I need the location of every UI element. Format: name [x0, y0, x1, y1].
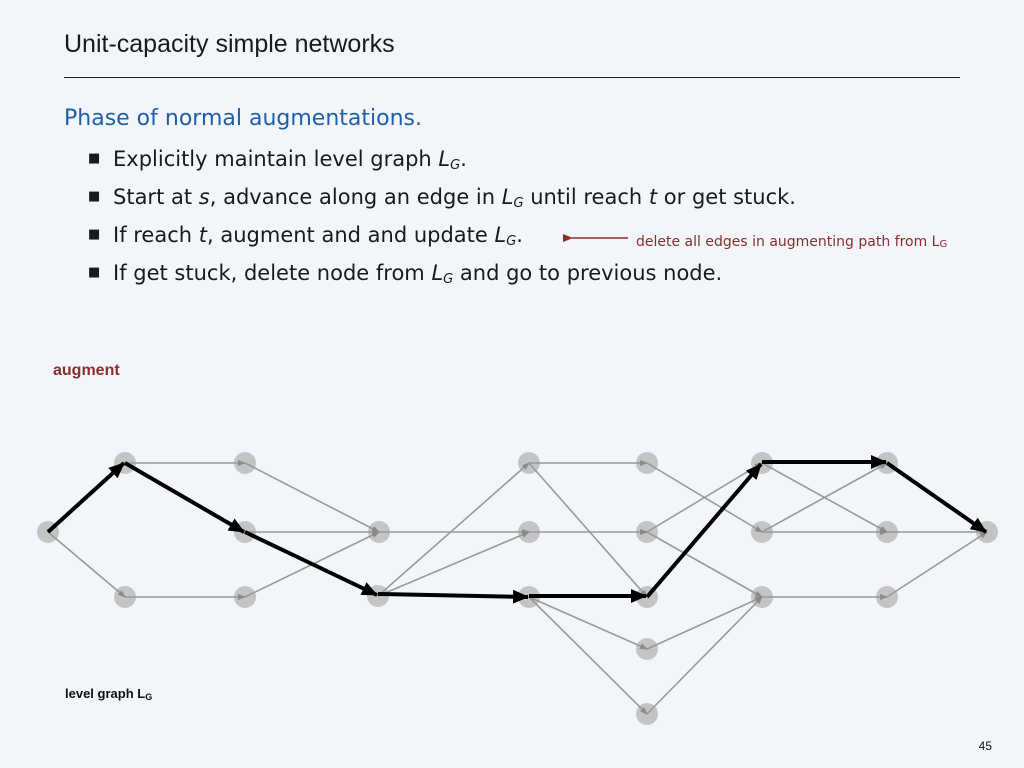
bullet-list: ■Explicitly maintain level graph LG. ■St… — [88, 142, 796, 294]
bullet-marker-icon: ■ — [88, 151, 101, 166]
title-divider — [64, 77, 960, 78]
graph-edge — [646, 596, 763, 650]
graph-edge — [528, 596, 648, 715]
path-edge — [46, 461, 126, 534]
graph-edge — [646, 596, 763, 715]
graph-edge — [377, 531, 530, 597]
graph-edge — [646, 531, 763, 598]
level-graph-label: level graph LG — [65, 686, 153, 702]
graph-edge — [646, 462, 763, 533]
bullet-marker-icon: ■ — [88, 227, 101, 242]
graph-edges — [47, 460, 988, 715]
graph-edge — [377, 462, 530, 597]
annotation-text: delete all edges in augmenting path from… — [636, 234, 948, 250]
graph-edge — [47, 531, 126, 598]
slide-title: Unit-capacity simple networks — [64, 30, 395, 58]
graph-nodes — [37, 452, 998, 725]
path-edge — [645, 462, 763, 599]
graph-edge — [244, 462, 380, 533]
path-edge — [123, 461, 246, 534]
bullet-marker-icon: ■ — [88, 189, 101, 204]
bullet-marker-icon: ■ — [88, 265, 101, 280]
path-edge — [377, 589, 529, 604]
page-number: 45 — [978, 739, 992, 753]
bullet-item-3: ■If reach t, augment and and update LG. — [88, 218, 796, 256]
graph-edge — [528, 596, 648, 650]
bullet-item-4: ■If get stuck, delete node from LG and g… — [88, 256, 796, 294]
augment-label: augment — [53, 362, 120, 379]
path-edge — [244, 530, 378, 597]
bullet-item-1: ■Explicitly maintain level graph LG. — [88, 142, 796, 180]
path-edge — [885, 461, 988, 534]
graph-edge — [761, 462, 888, 533]
graph-edge — [886, 531, 988, 598]
augmenting-path — [46, 455, 988, 604]
bullet-item-2: ■Start at s, advance along an edge in LG… — [88, 180, 796, 218]
section-heading: Phase of normal augmentations. — [64, 106, 422, 131]
graph-edge — [528, 462, 648, 598]
